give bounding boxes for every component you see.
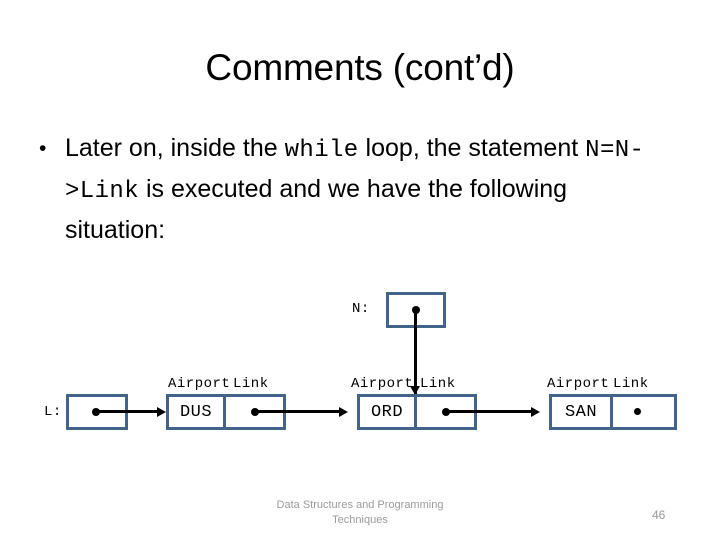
- list-node-dus: DUS: [166, 394, 286, 430]
- code-statement-link-advance: N=N->Link: [65, 137, 645, 205]
- arrowhead-right-icon: [531, 407, 540, 417]
- list-node-ord: ORD: [357, 394, 477, 430]
- list-node-san: SAN: [549, 394, 677, 430]
- node-field-header-airport: Airport: [168, 376, 231, 392]
- node-field-header-link: Link: [420, 376, 456, 392]
- code-keyword-while: while: [284, 137, 359, 164]
- node-airport-value: SAN: [552, 397, 613, 427]
- page-title: Comments (cont’d): [205, 47, 515, 88]
- filled-dot-icon: [442, 408, 450, 416]
- node-field-header-link: Link: [233, 376, 269, 392]
- arrowhead-right-icon: [157, 407, 166, 417]
- bullet-text-segment-3: is executed and we have the following si…: [65, 175, 568, 244]
- node-field-header-link: Link: [613, 376, 649, 392]
- node-link-cell: [417, 397, 474, 427]
- footer-line-1: Data Structures and Programming: [276, 499, 444, 511]
- filled-dot-icon: [634, 408, 641, 415]
- node-link-cell: [613, 397, 674, 427]
- pointer-label-l: L:: [44, 404, 62, 420]
- arrowhead-right-icon: [339, 407, 348, 417]
- filled-dot-icon: [92, 408, 100, 416]
- bullet-text-segment-1: Later on, inside the: [65, 134, 285, 162]
- list-item: • Later on, inside the while loop, the s…: [34, 129, 664, 250]
- pointer-line-n-to-ord: [414, 310, 417, 394]
- arrowhead-down-icon: [410, 386, 420, 395]
- page-number: 46: [652, 508, 666, 522]
- node-field-header-airport: Airport: [547, 376, 610, 392]
- slide-footer: Data Structures and Programming Techniqu…: [0, 498, 720, 528]
- bullet-paragraph: Later on, inside the while loop, the sta…: [65, 129, 664, 250]
- pointer-box-l: [66, 394, 128, 430]
- node-field-header-airport: Airport: [351, 376, 414, 392]
- bullet-text-segment-2: loop, the statement: [358, 134, 586, 162]
- filled-dot-icon: [251, 408, 259, 416]
- footer-line-2: Techniques: [332, 514, 388, 526]
- filled-dot-icon: [412, 306, 420, 314]
- node-airport-value: ORD: [360, 397, 417, 427]
- pointer-box-n: [386, 292, 446, 328]
- pointer-label-n: N:: [352, 301, 370, 317]
- node-airport-value: DUS: [169, 397, 226, 427]
- bullet-marker: •: [39, 137, 47, 160]
- pointer-line-ord-to-san: [446, 410, 535, 413]
- pointer-line-l-to-dus: [96, 410, 162, 413]
- body-content: • Later on, inside the while loop, the s…: [34, 129, 664, 250]
- node-link-cell: [226, 397, 283, 427]
- pointer-line-dus-to-ord: [255, 410, 343, 413]
